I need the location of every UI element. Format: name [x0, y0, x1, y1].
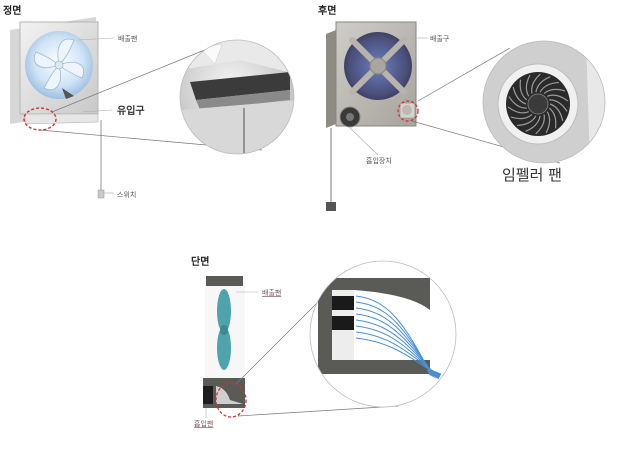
impeller-blade — [539, 81, 560, 93]
impeller-blade — [548, 107, 557, 129]
front-switch-label: 스위치 — [117, 190, 136, 199]
impeller-blade — [516, 115, 537, 127]
impeller-blade — [508, 96, 527, 109]
front-exhaust-fan-label: 배출팬 — [118, 34, 137, 43]
impeller-blade — [543, 88, 566, 95]
back-highlight-circle — [397, 100, 419, 122]
back-intake-fan-hub — [346, 113, 354, 121]
exhaust-fan-leader — [77, 37, 115, 41]
impeller-blade — [549, 103, 564, 122]
airflow-line — [355, 331, 438, 376]
airflow-line — [355, 325, 437, 375]
section-zoom-connector-top — [235, 289, 331, 385]
section-intake-fan — [203, 386, 213, 404]
back-housing-side — [326, 30, 336, 128]
front-arrow-icon — [62, 88, 74, 99]
section-top-wall — [206, 276, 243, 286]
front-heading: 정면 — [3, 4, 21, 17]
impeller-blade — [549, 99, 568, 112]
impeller-blade — [535, 114, 545, 135]
back-zoom-connector-top — [417, 47, 511, 102]
impeller-fan-label: 임펠러 팬 — [502, 166, 562, 184]
back-heading: 후면 — [318, 4, 336, 17]
back-intake-device-label: 흡입장치 — [366, 156, 392, 165]
back-hub — [369, 57, 387, 75]
back-pull-icon — [326, 202, 336, 211]
airflow-arrowhead — [435, 373, 442, 380]
back-view: 후면 배출구 흡입장치 — [318, 4, 606, 211]
section-exhaust-fan-label: 배출팬 — [262, 288, 281, 297]
front-zoom-detail — [179, 39, 295, 155]
impeller-blade — [545, 111, 551, 134]
impeller-blade — [531, 73, 541, 94]
section-airflow-channel — [216, 386, 243, 404]
airflow-line — [355, 337, 439, 376]
impeller-blades-icon — [507, 73, 569, 135]
airflow-arrows — [355, 295, 442, 380]
impeller-blade — [519, 79, 528, 101]
section-highlight-circle — [215, 382, 247, 418]
impeller-blade — [512, 86, 527, 105]
back-exhaust-port-label: 배출구 — [430, 34, 450, 43]
impeller-blade — [546, 94, 569, 102]
section-heading: 단면 — [191, 255, 209, 268]
impeller-blade — [507, 106, 530, 114]
back-intake-leader — [349, 127, 379, 156]
back-zoom-detail — [482, 40, 606, 164]
section-zoom-connector-bottom — [237, 405, 399, 417]
section-zoom-detail — [309, 260, 457, 408]
impeller-blade — [510, 113, 533, 120]
impeller-blade — [525, 74, 531, 97]
section-exhaust-fan-blade-icon — [217, 289, 231, 370]
front-fan-blades-icon — [33, 38, 85, 91]
back-impeller-small-icon — [402, 105, 412, 115]
front-view: 정면 배출팬 유입구 스위치 — [3, 4, 295, 199]
section-intake-fan-label: 흡입팬 — [194, 419, 213, 428]
impeller-blade — [525, 115, 541, 132]
inlet-leader — [81, 109, 113, 113]
front-zoom-connector-top — [51, 46, 213, 113]
switch-pull-icon — [97, 189, 105, 199]
front-inlet-label: 유입구 — [117, 104, 145, 117]
front-fan-hub — [54, 60, 64, 70]
section-view: 단면 배출팬 흡입팬 — [191, 255, 457, 428]
front-inlet-slot — [23, 113, 99, 125]
impeller-blade — [535, 76, 551, 93]
airflow-line — [355, 319, 436, 375]
